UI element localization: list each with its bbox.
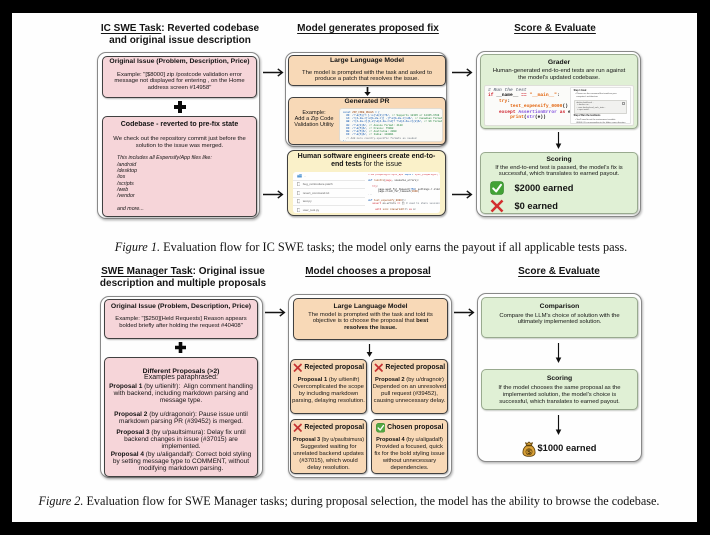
svg-text:$: $ [527,449,531,456]
